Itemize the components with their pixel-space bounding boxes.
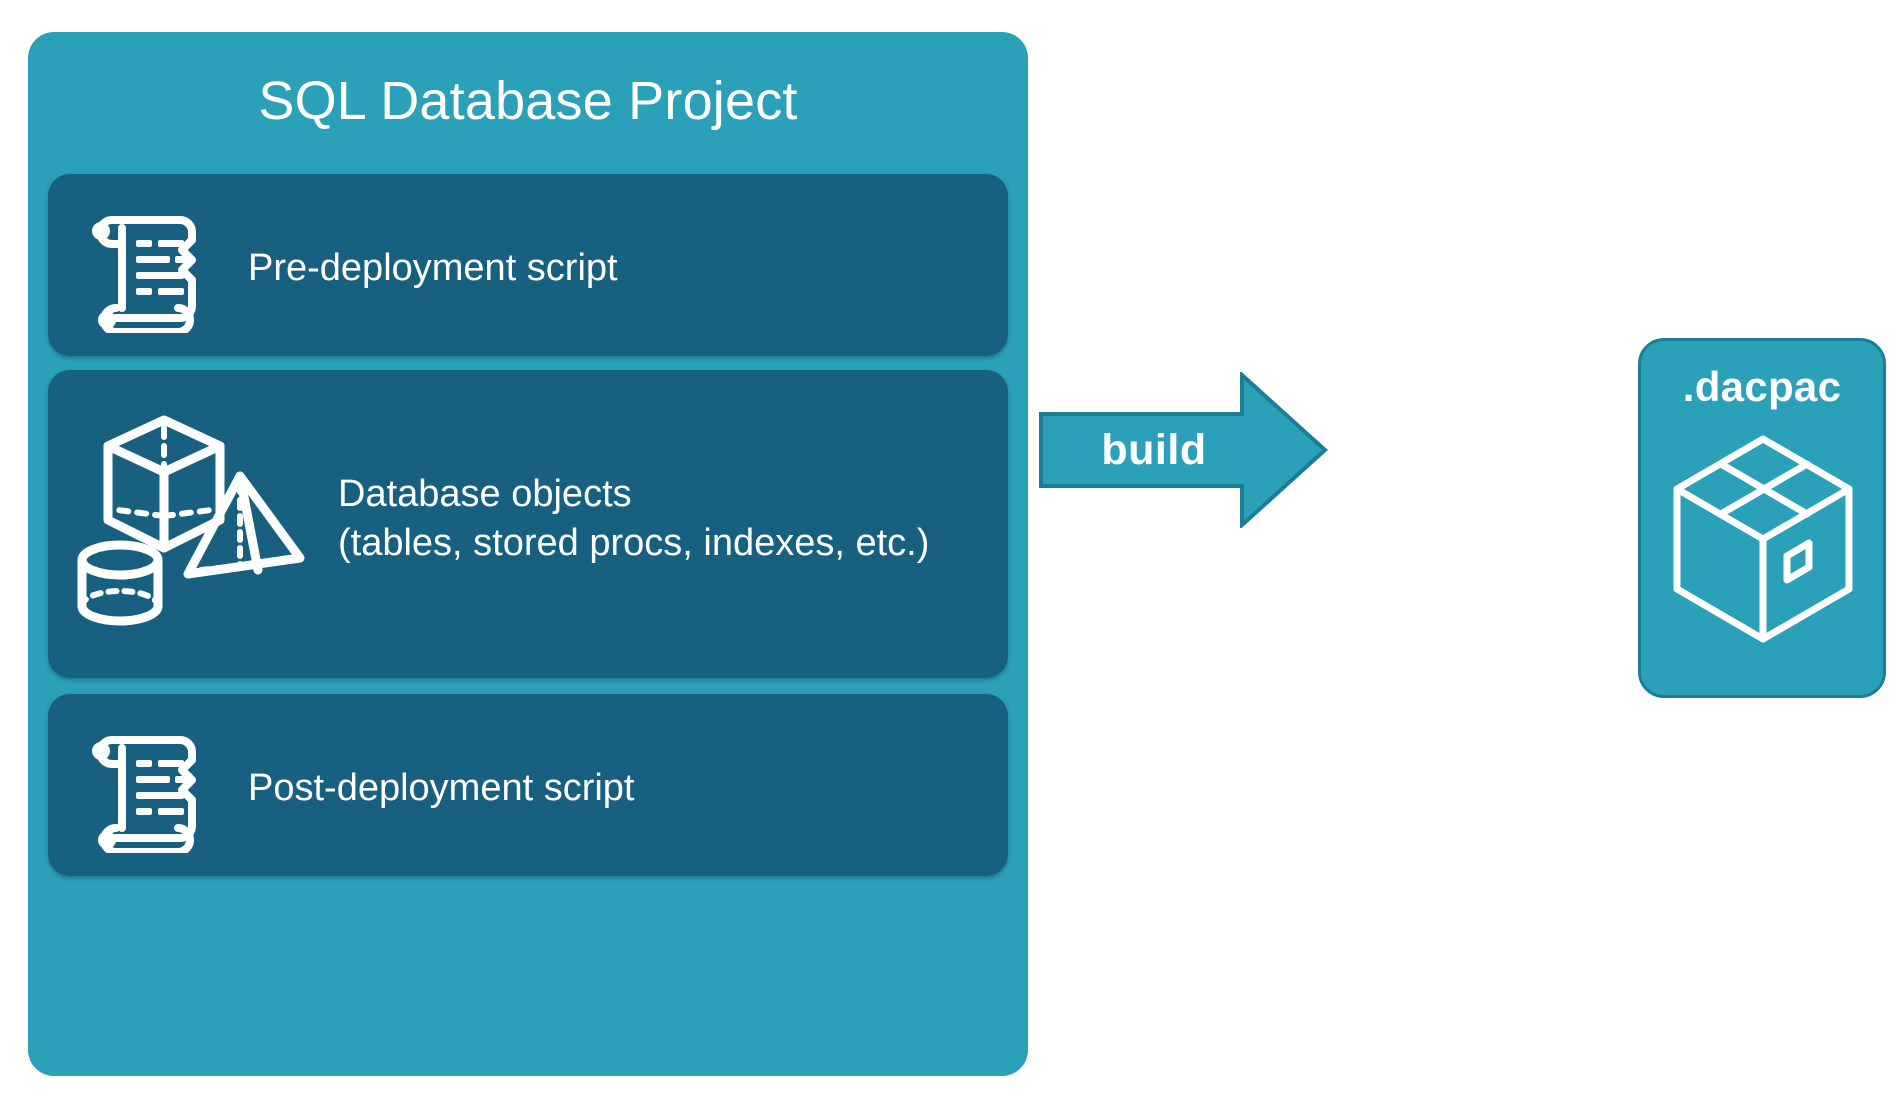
panel-label-database-objects: Database objects (tables, stored procs, … (338, 473, 930, 564)
database-shapes-icon (77, 415, 305, 626)
scroll-icon (92, 736, 196, 853)
cylinder-shape (77, 540, 163, 626)
dacpac-output-card[interactable]: .dacpac (1638, 338, 1886, 698)
build-arrow-label: build (1101, 425, 1207, 474)
package-box-icon (1673, 435, 1853, 643)
page-title: SQL Database Project (258, 71, 798, 131)
panel-pre-deployment[interactable]: Pre-deployment script (48, 174, 1008, 356)
panel-database-objects[interactable]: Database objects (tables, stored procs, … (48, 370, 1008, 678)
pyramid-shape (183, 471, 305, 579)
sql-database-project-container: SQL Database Project (28, 32, 1028, 1076)
right-arrow-icon (1039, 372, 1328, 528)
cube-shape (103, 415, 225, 553)
panel-label-pre-deployment: Pre-deployment script (248, 247, 618, 289)
scroll-icon (92, 216, 196, 333)
panel-label-post-deployment: Post-deployment script (248, 767, 635, 809)
panel-post-deployment[interactable]: Post-deployment script (48, 694, 1008, 876)
dacpac-title: .dacpac (1682, 363, 1842, 410)
